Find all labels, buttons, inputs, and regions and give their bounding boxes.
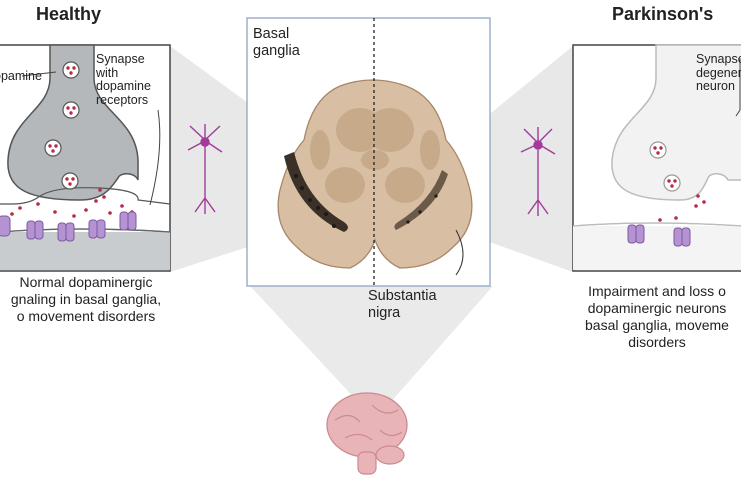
synapse-receptors-label: Synapse with dopamine receptors	[96, 52, 151, 107]
parkinsons-axon-terminal	[611, 44, 741, 201]
zoom-cone-brain	[250, 286, 493, 420]
dopamine-label: opamine	[0, 69, 42, 83]
caption-line: Impairment and loss o	[588, 283, 726, 299]
synapse-degenerated-label: Synapse degener neuron	[696, 53, 741, 94]
caption-line: basal ganglia, moveme	[585, 317, 729, 333]
substantia-nigra-parkinsons	[394, 170, 448, 230]
basal-ganglia-label: Basal ganglia	[253, 26, 300, 60]
neuron-icon	[520, 127, 556, 216]
zoom-cone-right	[470, 46, 573, 272]
neuron-icon	[187, 124, 223, 214]
caption-line: gnaling in basal ganglia,	[10, 291, 162, 307]
vesicles	[44, 61, 80, 190]
parkinsons-title: Parkinson's	[612, 4, 714, 24]
healthy-caption: Normal dopaminergic gnaling in basal gan…	[0, 274, 176, 325]
synapse-label-line: degener	[696, 65, 741, 80]
synapse-label-line: dopamine	[96, 79, 151, 93]
synapse-label-line: neuron	[696, 79, 735, 93]
caption-line: dopaminergic neurons	[587, 300, 727, 316]
substantia-nigra-healthy	[284, 152, 348, 232]
synapse-label-line: Synapse	[96, 52, 145, 66]
synapse-label-line: Synapse	[696, 53, 741, 66]
parkinsons-synapse-panel	[572, 44, 741, 272]
caption-line: Normal dopaminergic	[19, 274, 153, 290]
basal-ganglia-panel	[246, 17, 491, 287]
synapse-label-line: receptors	[96, 92, 149, 107]
parkinsons-caption: Impairment and loss o dopaminergic neuro…	[573, 283, 741, 351]
synapse-label-line: with	[96, 65, 119, 80]
healthy-synapse-panel	[0, 44, 171, 272]
basal-ganglia-line: Basal	[253, 26, 290, 42]
brain-icon	[326, 392, 408, 475]
caption-line: o movement disorders	[16, 308, 156, 324]
dopamine-receptors	[0, 211, 137, 242]
substantia-nigra-label: Substantia nigra	[368, 288, 437, 322]
healthy-title: Healthy	[36, 4, 102, 24]
healthy-axon-terminal	[7, 44, 139, 201]
basal-ganglia-line: ganglia	[253, 43, 300, 59]
substantia-nigra-line: Substantia	[368, 288, 437, 304]
caption-line: disorders	[628, 334, 686, 350]
substantia-nigra-line: nigra	[368, 305, 401, 321]
dopamine-dots	[10, 66, 134, 218]
